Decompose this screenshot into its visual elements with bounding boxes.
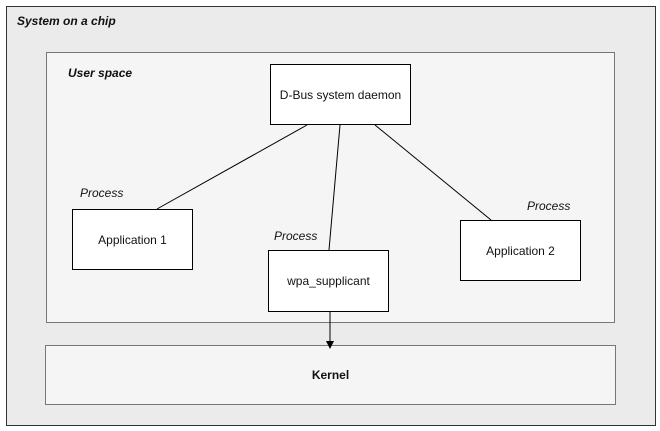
wpa-supplicant-process-tag: Process	[274, 229, 318, 243]
application-1-process-tag: Process	[80, 186, 124, 200]
kernel-label: Kernel	[311, 368, 350, 382]
application-2-label: Application 2	[486, 243, 555, 258]
dbus-daemon-label: D-Bus system daemon	[279, 87, 402, 102]
system-on-a-chip-label: System on a chip	[17, 14, 116, 28]
user-space-label: User space	[68, 66, 133, 80]
application-1-node: Application 1	[72, 209, 193, 270]
dbus-daemon-node: D-Bus system daemon	[270, 64, 411, 125]
wpa-supplicant-node: wpa_supplicant	[268, 250, 389, 312]
application-1-label: Application 1	[98, 232, 167, 247]
kernel-box: Kernel	[45, 345, 616, 405]
wpa-supplicant-label: wpa_supplicant	[287, 274, 370, 288]
application-2-node: Application 2	[460, 220, 581, 281]
application-2-process-tag: Process	[527, 199, 571, 213]
